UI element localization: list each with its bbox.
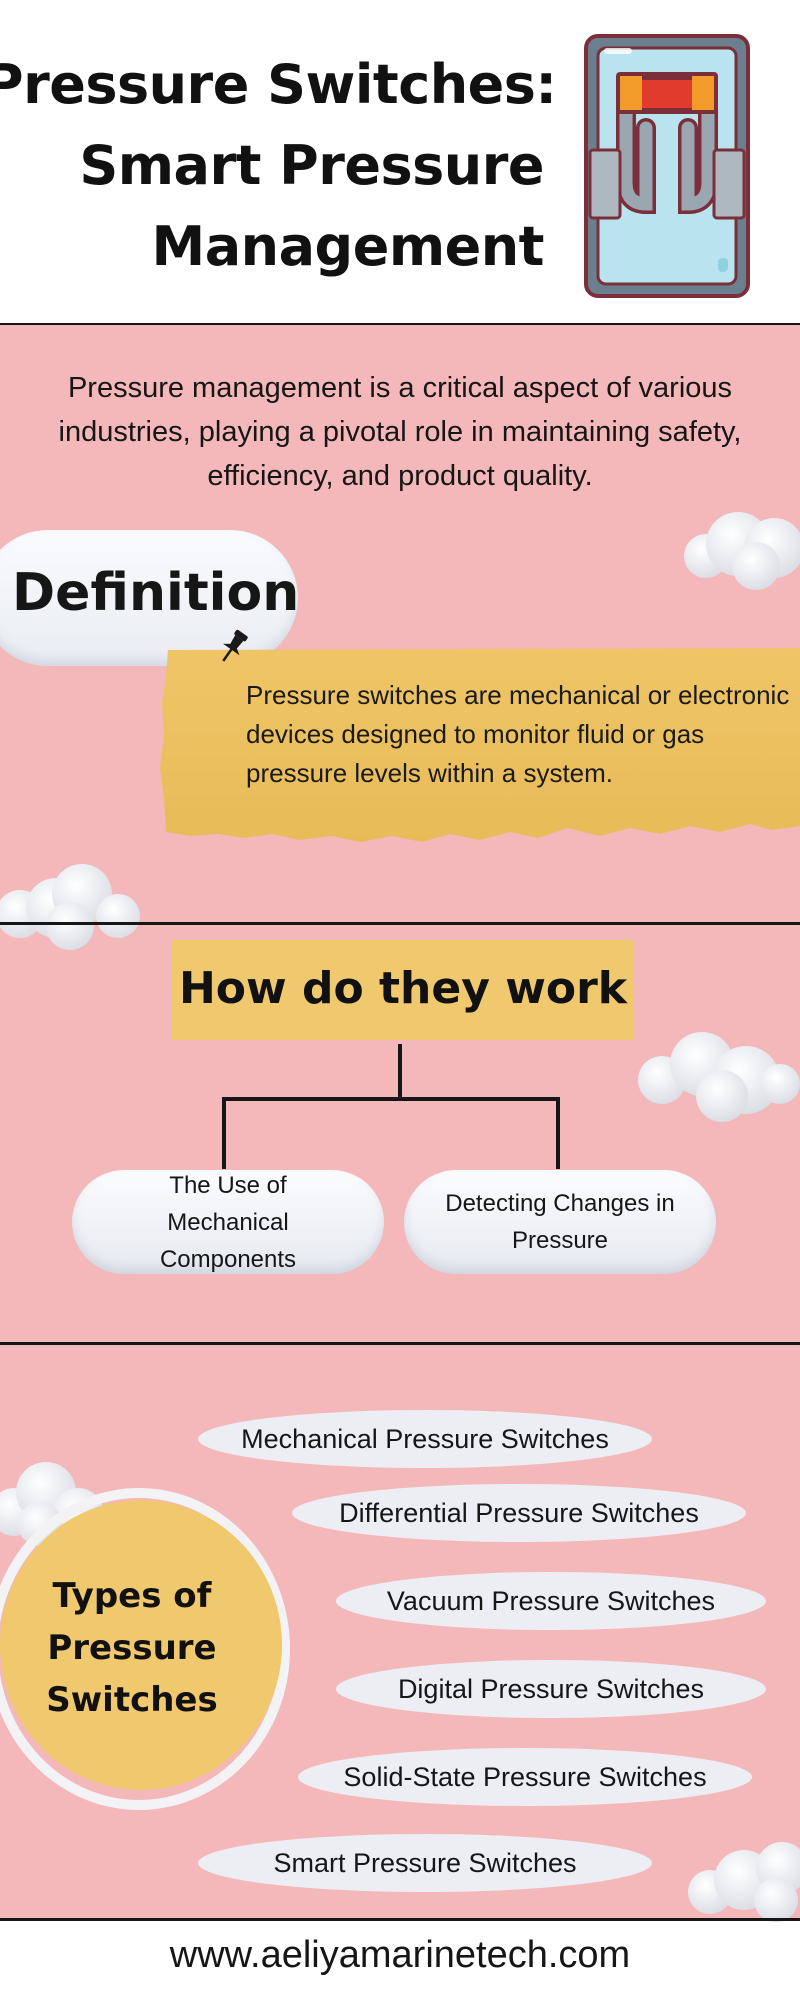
page-title: Pressure Switches: Smart Pressure Manage…: [0, 44, 557, 287]
type-item: Mechanical Pressure Switches: [198, 1410, 652, 1468]
title-line-2: Smart Pressure: [79, 134, 544, 197]
definition-body: Pressure switches are mechanical or elec…: [246, 680, 790, 788]
header: Pressure Switches: Smart Pressure Manage…: [0, 0, 800, 325]
section-divider-2: [0, 1342, 800, 1345]
branch-mechanical-components: The Use of Mechanical Components: [72, 1170, 384, 1274]
type-label: Smart Pressure Switches: [273, 1847, 577, 1878]
tree-connector: [556, 1097, 560, 1169]
tree-connector: [222, 1097, 560, 1101]
types-circle-ring: [0, 1488, 290, 1810]
type-item: Vacuum Pressure Switches: [336, 1572, 766, 1630]
type-item: Differential Pressure Switches: [292, 1484, 746, 1542]
type-label: Solid-State Pressure Switches: [343, 1761, 707, 1792]
type-label: Vacuum Pressure Switches: [386, 1585, 716, 1616]
cloud-icon: [684, 512, 800, 590]
types-circle: [0, 1500, 282, 1790]
cloud-icon: [638, 1032, 800, 1122]
definition-pill: [0, 530, 298, 666]
how-heading: How do they work: [178, 963, 628, 1014]
definition-heading: Definition: [12, 563, 300, 623]
type-label: Mechanical Pressure Switches: [241, 1423, 609, 1454]
cloud-icon: [0, 864, 140, 950]
types-heading: Types of Pressure Switches: [46, 1576, 218, 1720]
title-line-3: Management: [151, 215, 545, 278]
switch-icon: [584, 34, 750, 298]
tree-connector: [222, 1097, 226, 1169]
pin-icon: [222, 629, 248, 662]
type-item: Smart Pressure Switches: [198, 1834, 652, 1892]
how-heading-box: [172, 940, 634, 1040]
tree-connector: [398, 1044, 402, 1099]
branch-label: Detecting Changes in Pressure: [445, 1190, 675, 1254]
header-divider: [0, 323, 800, 326]
type-label: Differential Pressure Switches: [339, 1497, 699, 1528]
footer-divider: [0, 1918, 800, 1921]
branch-detecting-changes: Detecting Changes in Pressure: [404, 1170, 716, 1274]
footer-url[interactable]: www.aeliyamarinetech.com: [169, 1934, 631, 1976]
type-item: Digital Pressure Switches: [336, 1660, 766, 1718]
title-line-1: Pressure Switches:: [0, 53, 557, 116]
type-item: Solid-State Pressure Switches: [298, 1748, 752, 1806]
cloud-icon: [688, 1842, 800, 1922]
section-divider-1: [0, 922, 800, 925]
type-label: Digital Pressure Switches: [397, 1673, 705, 1704]
paper-note: [160, 648, 800, 842]
intro-text: Pressure management is a critical aspect…: [58, 372, 742, 492]
branch-label: The Use of Mechanical Components: [159, 1171, 297, 1273]
